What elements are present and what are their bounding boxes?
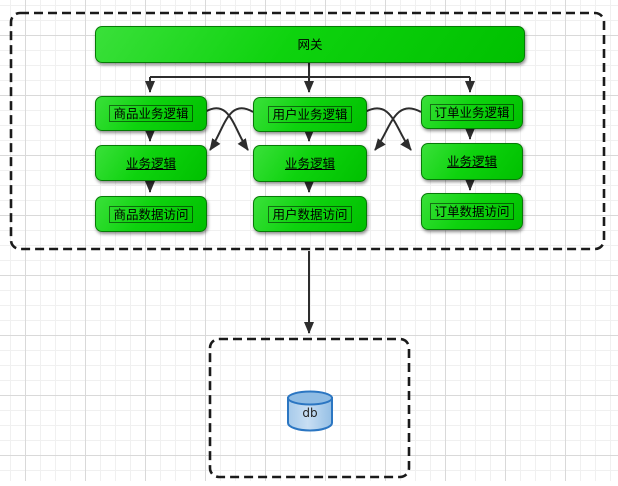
- connector-order-business-to-user-logic[interactable]: [374, 107, 422, 151]
- node-label: 用户数据访问: [268, 205, 352, 223]
- canvas-bottom-gutter: [0, 481, 618, 486]
- node-gateway[interactable]: 网关: [95, 26, 525, 63]
- connector-product-business-to-user-logic[interactable]: [204, 107, 249, 151]
- node-product-logic[interactable]: 业务逻辑: [95, 145, 207, 181]
- database-label: db: [302, 406, 318, 420]
- node-label: 业务逻辑: [446, 154, 497, 169]
- node-label: 订单业务逻辑: [430, 103, 514, 121]
- node-user-data-access[interactable]: 用户数据访问: [253, 196, 367, 232]
- node-order-logic[interactable]: 业务逻辑: [421, 143, 523, 180]
- node-label: 网关: [297, 37, 323, 52]
- services-group-container[interactable]: [9, 11, 606, 251]
- node-label: 商品数据访问: [109, 205, 193, 223]
- node-label: 业务逻辑: [125, 155, 176, 171]
- node-user-business-logic[interactable]: 用户业务逻辑: [253, 97, 367, 132]
- node-label: 商品业务逻辑: [109, 105, 193, 122]
- node-order-data-access[interactable]: 订单数据访问: [421, 193, 523, 230]
- node-order-business-logic[interactable]: 订单业务逻辑: [421, 95, 523, 129]
- node-label: 用户业务逻辑: [268, 106, 352, 123]
- node-product-data-access[interactable]: 商品数据访问: [95, 196, 207, 232]
- node-database[interactable]: db: [286, 390, 334, 432]
- node-label: 订单数据访问: [430, 203, 514, 220]
- database-group-container[interactable]: [208, 337, 411, 479]
- node-product-business-logic[interactable]: 商品业务逻辑: [95, 96, 207, 131]
- database-cylinder-icon: [287, 390, 333, 432]
- node-label: 业务逻辑: [284, 156, 335, 171]
- node-user-logic[interactable]: 业务逻辑: [253, 145, 367, 182]
- connector-user-business-to-product-logic[interactable]: [209, 107, 254, 151]
